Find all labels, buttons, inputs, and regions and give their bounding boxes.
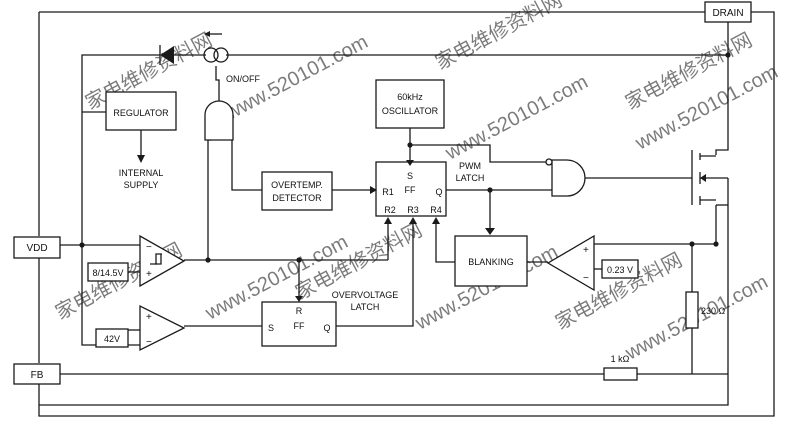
pwm-ff-q: Q: [435, 187, 442, 197]
vdd-pin-label: VDD: [26, 243, 47, 254]
ovp-minus: −: [146, 337, 152, 348]
pwm-latch-label: LATCH: [456, 173, 485, 183]
pwm-latch-label: PWM: [459, 161, 481, 171]
uvlo-reference: 8/14.5V: [87, 262, 129, 282]
overvoltage-latch-label: OVERVOLTAGE: [332, 290, 399, 300]
pwm-ff-r1: R1: [382, 187, 394, 197]
regulator-block: REGULATOR: [105, 91, 177, 131]
ov-ff-r: R: [296, 306, 303, 316]
ocp-minus: −: [583, 273, 589, 284]
oscillator-block: 60kHz OSCILLATOR: [375, 79, 445, 129]
internal-supply-arrow: [137, 155, 145, 163]
diode: [159, 45, 174, 65]
uvlo-comparator: − +: [139, 234, 186, 288]
pwm-ff-s: S: [407, 171, 413, 181]
drain-pin: DRAIN: [704, 1, 752, 23]
overtemp-label: OVERTEMP.: [271, 180, 323, 190]
ov-ff-ff: FF: [294, 321, 305, 331]
ov-ff-q: Q: [323, 323, 330, 333]
uvlo-minus: −: [146, 242, 152, 253]
onoff-label: ON/OFF: [226, 74, 260, 84]
internal-supply-label: INTERNAL: [119, 168, 164, 178]
ocp-plus: +: [583, 245, 589, 256]
fb-pin-label: FB: [31, 370, 44, 381]
pwm-latch-ff: S FF Q R1 R2 R3 R4: [375, 161, 447, 217]
ff-input-arrows: [295, 160, 495, 302]
blanking-block: BLANKING: [454, 235, 528, 287]
vdd-pin: VDD: [13, 236, 61, 259]
pwm-ff-r2: R2: [384, 205, 396, 215]
mosfet: [700, 174, 706, 182]
pwm-ff-r3: R3: [407, 205, 419, 215]
uvlo-plus: +: [146, 269, 152, 280]
current-source: ON/OFF: [203, 31, 260, 84]
overvoltage-latch-label: LATCH: [351, 302, 380, 312]
regulator-label: REGULATOR: [113, 108, 169, 118]
watermark-text: www.520101.com: [441, 71, 592, 165]
ovp-reference-value: 42V: [104, 334, 120, 344]
ovp-plus: +: [146, 312, 152, 323]
pwm-ff-r4: R4: [430, 205, 442, 215]
ocp-comparator: + −: [546, 234, 595, 292]
overtemp-label: DETECTOR: [272, 193, 322, 203]
internal-supply-label: SUPPLY: [124, 180, 159, 190]
uvlo-reference-value: 8/14.5V: [92, 268, 123, 278]
fb-resistor-value: 1 kΩ: [611, 354, 630, 364]
oscillator-freq: 60kHz: [397, 92, 423, 102]
onoff-and-gate: [204, 100, 234, 141]
fb-resistor: 1 kΩ: [603, 354, 638, 381]
ov-ff-s: S: [268, 323, 274, 333]
overvoltage-latch-ff: R FF S Q: [261, 301, 337, 347]
pwm-ff-ff: FF: [405, 185, 416, 195]
blanking-label: BLANKING: [468, 257, 514, 267]
watermark-text: 家电维修资料网: [432, 0, 566, 74]
sense-resistor: 230 Ω: [685, 291, 726, 329]
junction-dots: [79, 52, 731, 263]
ovp-comparator: + −: [139, 304, 186, 352]
drain-pin-label: DRAIN: [712, 8, 743, 19]
sense-resistor-value: 230 Ω: [701, 306, 726, 316]
output-and-gate: [545, 158, 586, 197]
ocp-reference: 0.23 V: [601, 259, 639, 279]
ocp-reference-value: 0.23 V: [607, 265, 633, 275]
fb-pin: FB: [13, 363, 61, 385]
oscillator-label: OSCILLATOR: [382, 106, 439, 116]
overtemp-detector-block: OVERTEMP. DETECTOR: [261, 171, 333, 211]
ovp-reference: 42V: [95, 328, 129, 348]
